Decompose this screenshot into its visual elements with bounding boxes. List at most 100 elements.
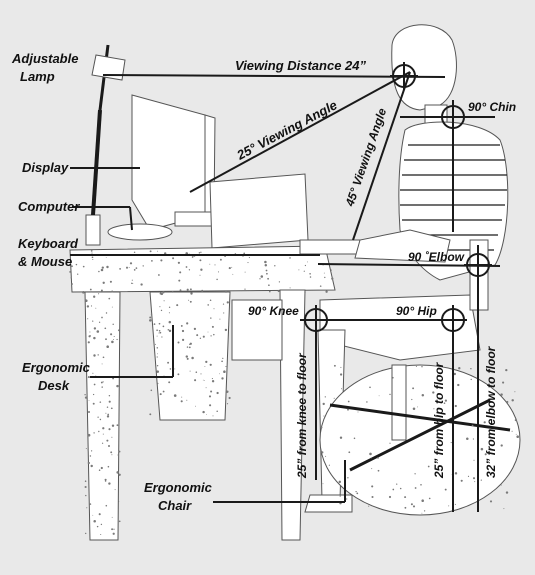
speck-dot <box>244 288 246 290</box>
speck-dot <box>195 405 197 407</box>
speck-dot <box>167 328 170 331</box>
speck-dot <box>355 490 357 493</box>
speck-dot <box>289 287 291 289</box>
speck-dot <box>125 266 129 269</box>
speck-dot <box>304 264 307 267</box>
speck-dot <box>266 272 268 275</box>
speck-dot <box>356 492 359 495</box>
speck-dot <box>167 361 170 364</box>
speck-dot <box>202 410 205 414</box>
speck-dot <box>414 473 416 475</box>
speck-dot <box>89 455 92 457</box>
speck-dot <box>131 279 133 281</box>
speck-dot <box>119 268 121 270</box>
speck-dot <box>186 399 188 401</box>
speck-dot <box>191 356 194 360</box>
speck-dot <box>389 442 391 444</box>
speck-dot <box>101 266 104 269</box>
speck-dot <box>325 455 327 457</box>
speck-dot <box>157 382 159 385</box>
speck-dot <box>515 433 517 435</box>
speck-dot <box>100 466 103 470</box>
speck-dot <box>206 414 207 415</box>
speck-dot <box>118 473 121 477</box>
speck-dot <box>92 320 94 322</box>
speck-dot <box>116 471 119 474</box>
speck-dot <box>516 435 519 438</box>
speck-dot <box>495 429 497 430</box>
speck-dot <box>85 448 87 449</box>
speck-dot <box>168 312 170 314</box>
speck-dot <box>104 478 107 481</box>
speck-dot <box>177 373 180 376</box>
speck-dot <box>168 381 171 384</box>
speck-dot <box>159 331 162 334</box>
speck-dot <box>207 304 210 306</box>
speck-dot <box>98 321 101 323</box>
speck-dot <box>320 426 323 429</box>
speck-dot <box>221 377 224 380</box>
speck-dot <box>228 324 230 326</box>
speck-dot <box>160 309 163 312</box>
speck-dot <box>404 506 407 509</box>
speck-dot <box>113 528 115 530</box>
speck-dot <box>87 461 90 465</box>
speck-dot <box>176 304 179 307</box>
speck-dot <box>100 268 104 272</box>
speck-dot <box>180 400 183 403</box>
speck-dot <box>448 505 450 507</box>
speck-dot <box>226 301 229 304</box>
speck-dot <box>168 329 172 333</box>
speck-dot <box>186 288 189 291</box>
speck-dot <box>108 394 111 397</box>
speck-dot <box>480 479 482 481</box>
speck-dot <box>223 312 225 314</box>
elbow-crosshair <box>464 251 492 279</box>
speck-dot <box>91 256 94 259</box>
speck-dot <box>188 346 191 349</box>
speck-dot <box>222 357 224 360</box>
speck-dot <box>421 365 423 368</box>
speck-dot <box>108 428 111 431</box>
speck-dot <box>433 408 435 410</box>
speck-dot <box>472 438 475 440</box>
speck-dot <box>421 499 424 502</box>
speck-dot <box>172 257 175 260</box>
speck-dot <box>116 424 119 427</box>
speck-dot <box>200 251 202 253</box>
speck-dot <box>213 308 215 310</box>
speck-dot <box>142 265 144 267</box>
speck-dot <box>506 400 509 404</box>
speck-dot <box>162 390 165 393</box>
speck-dot <box>90 305 93 307</box>
chin-label: 90° Chin <box>468 100 516 114</box>
speck-dot <box>219 373 220 375</box>
speck-dot <box>111 340 114 344</box>
speck-dot <box>157 274 160 276</box>
speck-dot <box>340 366 342 368</box>
speck-dot <box>102 433 104 435</box>
speck-dot <box>188 299 190 301</box>
speck-dot <box>489 369 491 371</box>
speck-dot <box>471 424 474 427</box>
speck-dot <box>199 337 202 339</box>
speck-dot <box>319 285 322 287</box>
speck-dot <box>503 508 505 510</box>
speck-dot <box>347 400 350 403</box>
chair-shape <box>319 239 521 516</box>
speck-dot <box>111 528 114 531</box>
speck-dot <box>232 273 234 275</box>
elbow-label: 90 ˚Elbow <box>408 250 465 264</box>
speck-dot <box>100 289 103 292</box>
speck-dot <box>92 372 94 374</box>
speck-dot <box>470 367 472 370</box>
speck-dot <box>70 277 72 279</box>
speck-dot <box>421 512 423 514</box>
speck-dot <box>92 393 95 396</box>
viewing-angle-45-label: 45° Viewing Angle <box>342 106 389 209</box>
speck-dot <box>190 292 193 295</box>
speck-dot <box>173 394 177 397</box>
speck-dot <box>155 343 156 345</box>
speck-dot <box>392 376 394 379</box>
speck-dot <box>303 270 305 272</box>
